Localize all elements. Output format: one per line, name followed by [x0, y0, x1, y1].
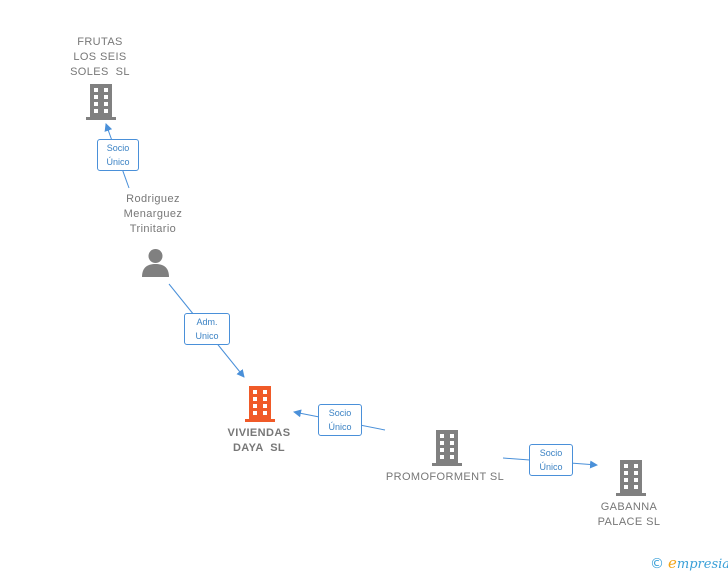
building-icon-main[interactable] — [245, 386, 275, 422]
node-label-frutas[interactable]: FRUTAS LOS SEIS SOLES SL — [70, 36, 130, 78]
brand-initial: e — [668, 554, 677, 572]
node-label-viviendas[interactable]: VIVIENDAS DAYA SL — [227, 427, 291, 454]
building-icon[interactable] — [432, 430, 462, 466]
brand-logo: ©empresia — [650, 554, 728, 572]
person-icon[interactable] — [141, 248, 170, 277]
building-icon[interactable] — [616, 460, 646, 496]
node-label-gabanna[interactable]: GABANNA PALACE SL — [597, 501, 661, 528]
building-icon[interactable] — [86, 84, 116, 120]
edge-badge-socio-unico[interactable]: Socio Único — [318, 404, 362, 436]
copyright-symbol: © — [650, 556, 664, 572]
edge-badge-socio-unico[interactable]: Socio Único — [97, 139, 139, 171]
node-label-rodriguez[interactable]: Rodriguez Menarguez Trinitario — [123, 193, 183, 235]
edge-badge-socio-unico[interactable]: Socio Único — [529, 444, 573, 476]
brand-name: mpresia — [676, 557, 728, 572]
node-label-promoforment[interactable]: PROMOFORMENT SL — [385, 471, 505, 483]
edge-badge-adm-unico[interactable]: Adm. Unico — [184, 313, 230, 345]
